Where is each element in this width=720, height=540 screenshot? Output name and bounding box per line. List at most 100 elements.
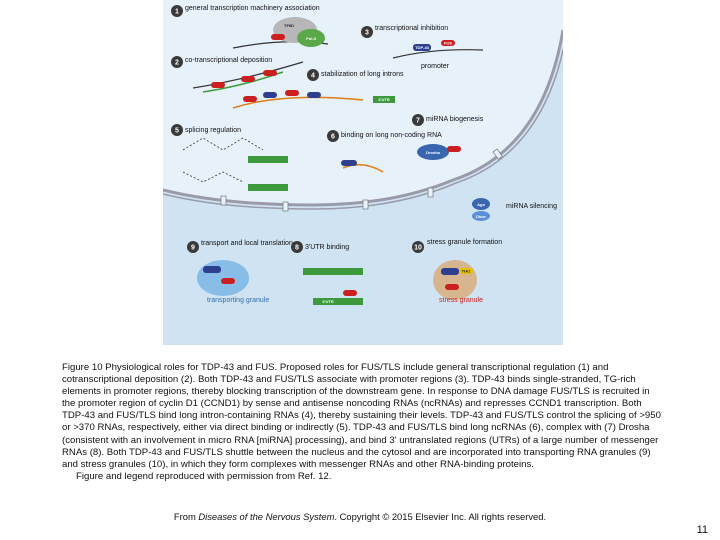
panel-number: 4: [311, 73, 315, 80]
panel-number-badge: [361, 26, 373, 38]
tdp43-protein: [263, 92, 277, 98]
nuclear-pores: [220, 148, 503, 212]
drosha-complex: [417, 144, 449, 160]
mirna-silencing: Ago Dicer miRNA silencing: [472, 198, 557, 221]
source-book-title: Diseases of the Nervous System: [198, 511, 335, 522]
panel-label: splicing regulation: [185, 127, 241, 134]
panel-10: 10 stress granule formation TIA1 stress …: [412, 239, 502, 304]
figure: 1 general transcription machinery associ…: [162, 0, 568, 345]
panel-7: 7 miRNA biogenesis Drosha: [412, 114, 484, 160]
panel-number-badge: [291, 241, 303, 253]
panel-number-badge: [412, 241, 424, 253]
panel-label: 3'UTR binding: [305, 244, 349, 251]
pol-ii-complex: [297, 29, 325, 47]
fus-protein: [343, 290, 357, 296]
panel-number: 10: [414, 245, 422, 252]
tdp43-protein: [307, 92, 321, 98]
panel-number-badge: [187, 241, 199, 253]
panel-number: 8: [295, 245, 299, 252]
fus-protein: [221, 278, 235, 284]
panel-label: stabilization of long introns: [321, 71, 404, 78]
ago-label: Ago: [477, 202, 485, 207]
panel-2: 2 co-transcriptional deposition: [171, 56, 304, 93]
panel-5: 5 splicing regulation: [171, 124, 288, 191]
ago-protein: [472, 198, 490, 210]
panel-number-badge: [171, 5, 183, 17]
fus-protein: [263, 70, 277, 76]
panel-3: 3 transcriptional inhibition TDP-43 FUS …: [361, 25, 484, 70]
tdp43-protein: [203, 266, 221, 273]
dna-strand: [392, 49, 484, 59]
figure-illustration: 1 general transcription machinery associ…: [162, 0, 568, 345]
panel-label: binding on long non-coding RNA: [341, 132, 442, 139]
mrna-segment: [248, 184, 288, 191]
source-prefix: From: [173, 511, 199, 522]
panel-9: 9 transport and local translation transp…: [187, 240, 293, 304]
splice-junctions: [182, 137, 264, 151]
stress-granule: [433, 260, 477, 300]
panel-label: transport and local translation: [201, 240, 293, 247]
source-line: From Diseases of the Nervous System. Cop…: [0, 511, 720, 522]
panel-number: 3: [365, 30, 369, 37]
panel-number-badge: [412, 114, 424, 126]
panel-1: 1 general transcription machinery associ…: [171, 5, 329, 49]
panel-label: stress granule formation: [427, 239, 502, 246]
panel-number-badge: [307, 69, 319, 81]
nuclear-envelope: [162, 29, 565, 207]
panel-label: transcriptional inhibition: [375, 25, 448, 32]
fus-protein: [243, 96, 257, 102]
long-intron-rna: [232, 96, 364, 109]
fus-protein: [447, 146, 461, 152]
ncrna-strand: [342, 164, 384, 173]
tdp43-protein: [441, 268, 459, 275]
transporting-granule-label: transporting granule: [207, 297, 269, 304]
panel-number: 7: [416, 118, 420, 125]
mrna-segment: [248, 156, 288, 163]
tdp43-protein: [341, 160, 357, 166]
panel-8: 8 3'UTR binding 3'UTR: [291, 241, 363, 305]
fus-protein: [441, 40, 455, 46]
tdp43-protein: [413, 44, 431, 51]
utr-label: 3'UTR: [322, 299, 334, 304]
fus-protein: [285, 90, 299, 96]
pol-ii-label: Pol-II: [306, 36, 316, 41]
utr-label: 3'UTR: [378, 97, 390, 102]
transporting-granule: [197, 260, 249, 296]
mirna-silencing-label: miRNA silencing: [506, 203, 557, 210]
page-number: 11: [696, 524, 708, 536]
panel-6: 6 binding on long non-coding RNA: [327, 130, 442, 173]
caption-text: Figure 10 Physiological roles for TDP-43…: [62, 362, 661, 470]
panel-label: co-transcriptional deposition: [185, 57, 272, 64]
utr-segment: [373, 96, 395, 103]
figure-caption: Figure 10 Physiological roles for TDP-43…: [62, 362, 662, 483]
tia1-label: TIA1: [462, 269, 471, 274]
tia1-protein: [459, 268, 473, 274]
nucleus: [163, 0, 563, 205]
fus-protein: [445, 284, 459, 290]
panel-label: general transcription machinery associat…: [185, 5, 320, 12]
fus-label: FUS: [444, 41, 452, 46]
tdp43-label: TDP-43: [415, 45, 430, 50]
source-copyright: . Copyright © 2015 Elsevier Inc. All rig…: [334, 511, 547, 522]
fus-protein: [241, 76, 255, 82]
stress-granule-label: stress granule: [439, 297, 483, 304]
splice-junctions: [182, 171, 244, 183]
panel-number-badge: [327, 130, 339, 142]
panel-number: 6: [331, 134, 335, 141]
panel-number-badge: [171, 124, 183, 136]
mrna-segment: [313, 298, 363, 305]
panel-number: 1: [175, 9, 179, 16]
panel-number-badge: [171, 56, 183, 68]
caption-reproduction-note: Figure and legend reproduced with permis…: [76, 470, 332, 482]
fus-protein: [211, 82, 225, 88]
drosha-label: Drosha: [426, 150, 441, 155]
nuclear-envelope-outer: [162, 29, 568, 210]
promoter-label: promoter: [421, 63, 450, 70]
panel-number: 5: [175, 128, 179, 135]
fus-protein: [271, 34, 285, 40]
panel-number: 9: [191, 245, 195, 252]
panel-4: 4 stabilization of long introns 3'UTR: [232, 69, 404, 109]
panel-number: 2: [175, 60, 179, 67]
panel-label: miRNA biogenesis: [426, 116, 484, 123]
dicer-label: Dicer: [476, 214, 486, 219]
